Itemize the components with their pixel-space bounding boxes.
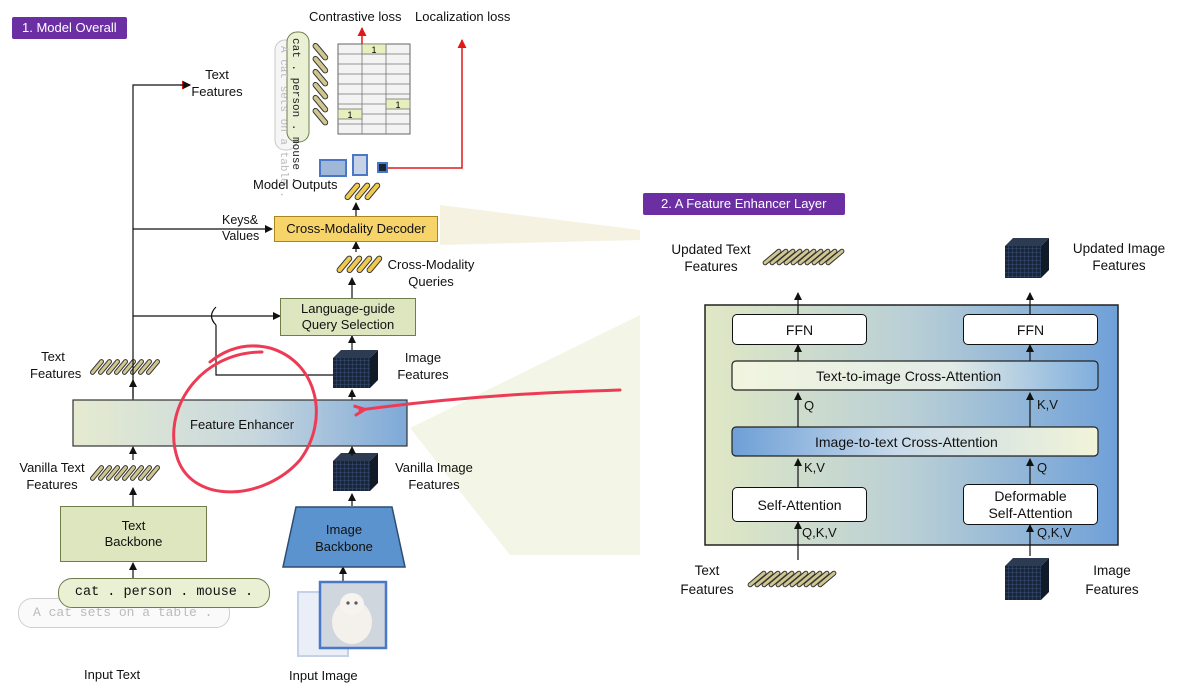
image-to-text-label: Image-to-text Cross-Attention (815, 434, 998, 450)
qkv-right-label: Q,K,V (1037, 525, 1072, 540)
text-feature-tokens (90, 359, 160, 375)
kv-lower-label: K,V (804, 460, 825, 475)
query-tokens (336, 255, 383, 274)
zoom-wedge-enhancer (410, 315, 640, 555)
self-attention-box: Self-Attention (732, 487, 867, 522)
model-output-tokens (344, 182, 381, 201)
vanilla-image-feature-cube (333, 453, 378, 491)
vanilla-text-feature-tokens (90, 465, 160, 481)
vertical-text-stack: cat . person . mouse . A cat sets on a t… (274, 31, 310, 198)
ffn-left-box: FFN (732, 314, 867, 345)
similarity-matrix: 1 1 1 (337, 43, 411, 135)
ffn-right-box: FFN (963, 314, 1098, 345)
matrix-one: 1 (395, 100, 400, 110)
text-features-output-arrow (132, 80, 191, 398)
feature-enhancer-label: Feature Enhancer (190, 417, 295, 432)
matrix-text-tokens (312, 42, 329, 126)
feature-enhancer-layer-tag: 2. A Feature Enhancer Layer (643, 193, 845, 215)
input-image-label: Input Image (289, 668, 358, 683)
matrix-one: 1 (371, 45, 376, 55)
kv-upper-label: K,V (1037, 397, 1058, 412)
q-lower-label: Q (1037, 460, 1048, 475)
text-to-image-label: Text-to-image Cross-Attention (816, 368, 1002, 384)
contrastive-loss-label: Contrastive loss (309, 9, 402, 24)
model-outputs-label: Model Outputs (253, 177, 338, 192)
qkv-left-label: Q,K,V (802, 525, 837, 540)
model-output-thumbnails (319, 154, 388, 177)
feature-enhancer-box (72, 399, 408, 447)
input-prompt: cat . person . mouse . (58, 578, 270, 608)
vertical-text-faded: A cat sets on a table . (277, 46, 289, 198)
matrix-one: 1 (347, 110, 352, 120)
annotation-scribble (172, 344, 622, 494)
model-overall-tag: 1. Model Overall (12, 17, 127, 39)
keys-values-label: Keys&Values (222, 213, 260, 243)
updated-image-feature-cube (1005, 238, 1049, 278)
input-image (297, 580, 388, 657)
zoom-wedge-decoder (440, 205, 640, 245)
image-to-text-bar (731, 426, 1099, 457)
vertical-text-main: cat . person . mouse . (289, 38, 301, 183)
localization-loss-arrow (388, 39, 467, 169)
image-feature-cube (333, 350, 378, 388)
input-image-feature-cube (1005, 558, 1049, 600)
localization-loss-label: Localization loss (415, 9, 511, 24)
input-text-label: Input Text (84, 667, 141, 682)
text-to-image-bar (731, 360, 1099, 391)
image-backbone-box (282, 506, 406, 568)
cross-modality-decoder-box: Cross-Modality Decoder (274, 216, 438, 242)
input-text-feature-tokens (747, 570, 837, 588)
updated-text-feature-tokens (762, 248, 845, 266)
q-upper-label: Q (804, 398, 815, 413)
